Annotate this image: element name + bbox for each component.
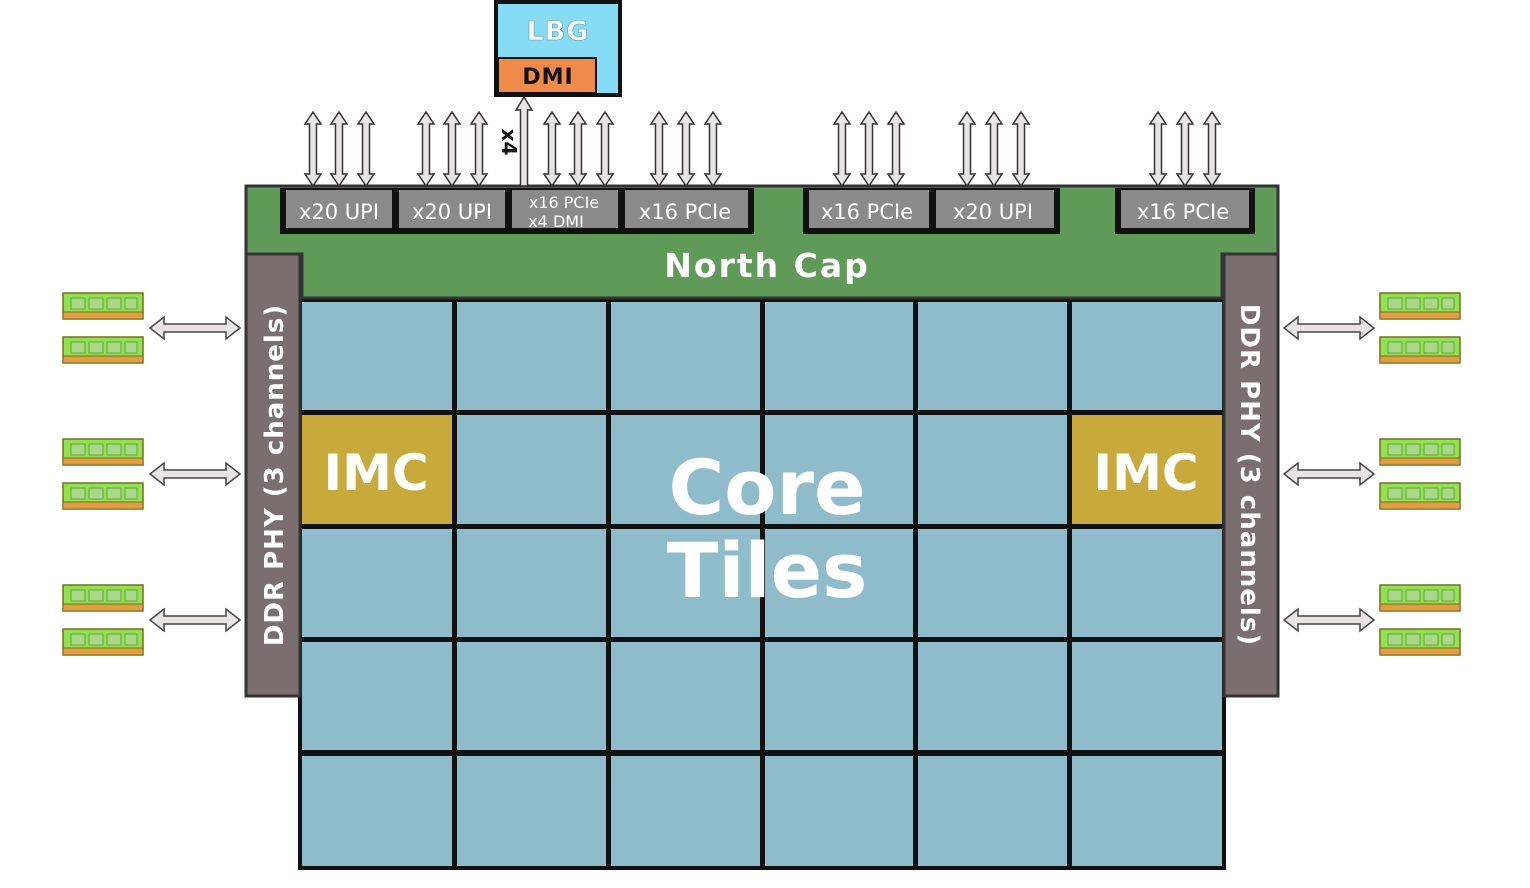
ddr-phy-left (244, 252, 302, 698)
imc-left-label: IMC (323, 444, 428, 502)
io-label-pcie-2: x16 PCIe (821, 200, 913, 224)
dimm-icon (1379, 336, 1461, 364)
dmi-label: DMI (522, 65, 573, 90)
dimm-icon (1379, 292, 1461, 320)
dimm-icon (62, 628, 144, 656)
ddr-phy-left-label: DDR PHY (3 channels) (260, 304, 290, 646)
dimm-icon (1379, 482, 1461, 510)
core-tile-grid (298, 298, 1226, 870)
io-block-group-middle (803, 188, 1060, 234)
core-tiles-label-line1: Core (668, 443, 865, 532)
io-label-pcie-dmi-line1: x16 PCIe (529, 193, 599, 212)
dimm-icon (62, 292, 144, 320)
lbg-label: LBG (527, 16, 590, 47)
ddr-phy-right-label: DDR PHY (3 channels) (1234, 304, 1264, 646)
io-block-group-left (280, 188, 754, 234)
io-block-pcie-dmi (512, 190, 618, 228)
dimm-icon (62, 584, 144, 612)
io-label-pcie-3: x16 PCIe (1137, 200, 1229, 224)
imc-right-label: IMC (1093, 444, 1198, 502)
imc-right-tile (1072, 415, 1222, 524)
dimm-icon (62, 438, 144, 466)
io-link-arrows (304, 111, 1221, 187)
io-block-pcie-1 (625, 190, 748, 228)
dimm-icon (1379, 628, 1461, 656)
dimm-icon (62, 336, 144, 364)
dimm-icon (1379, 584, 1461, 612)
ddr-phy-right (1222, 252, 1280, 698)
dimm-modules-right (1379, 292, 1461, 656)
io-label-pcie-1: x16 PCIe (639, 200, 731, 224)
io-block-upi-2 (399, 190, 505, 228)
io-block-upi-3 (936, 190, 1054, 228)
io-label-upi-2: x20 UPI (412, 200, 492, 224)
io-block-pcie-3 (1121, 190, 1249, 228)
io-block-upi-1 (286, 190, 392, 228)
io-label-upi-3: x20 UPI (953, 200, 1033, 224)
io-block-group-right (1115, 188, 1255, 234)
core-tiles-label-line2: Tiles (667, 526, 868, 615)
dmi-link-width-label: x4 (497, 129, 521, 156)
dmi-link-arrow (514, 95, 534, 187)
dmi-block (497, 57, 597, 94)
dimm-icon (1379, 438, 1461, 466)
north-cap-label: North Cap (664, 246, 869, 285)
io-label-pcie-dmi-line2: x4 DMI (528, 212, 584, 231)
core-tiles (302, 302, 1222, 866)
dimm-modules-left (62, 292, 144, 656)
io-block-pcie-2 (809, 190, 929, 228)
io-label-upi-1: x20 UPI (299, 200, 379, 224)
imc-left-tile (302, 415, 452, 524)
dimm-icon (62, 482, 144, 510)
